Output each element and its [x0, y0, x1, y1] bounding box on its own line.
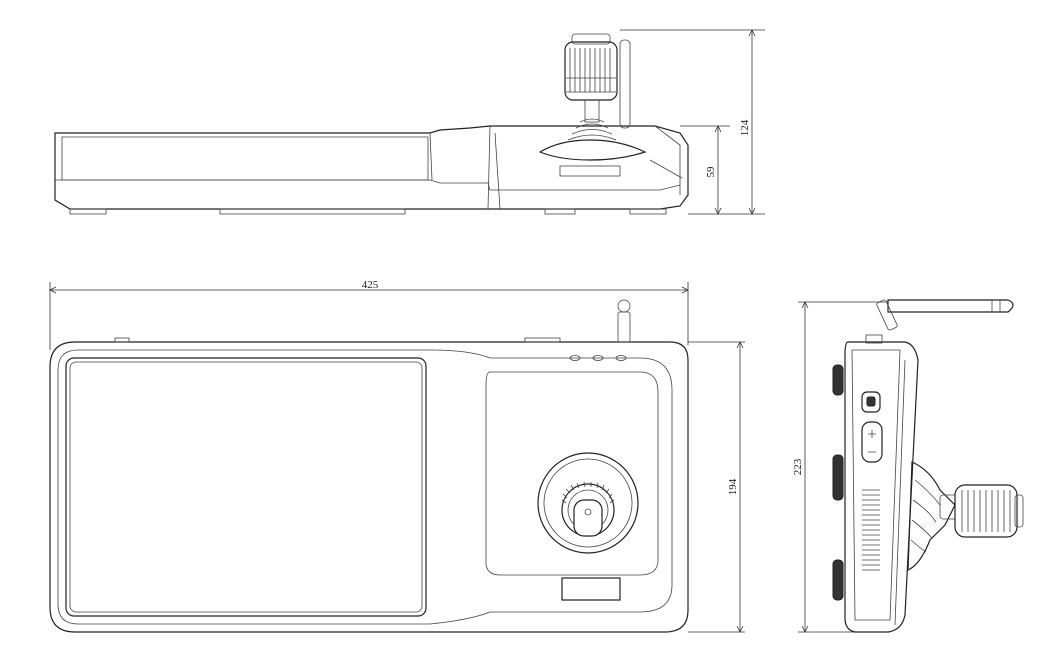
front-joystick-knob [564, 41, 618, 101]
top-label-plate [561, 577, 621, 601]
side-antenna [887, 299, 1014, 313]
front-dimensions: 124 59 [620, 29, 765, 215]
dim-length: 425 [362, 279, 379, 291]
touch-screen [65, 357, 427, 617]
side-grip-bottom [832, 559, 844, 601]
led-1 [569, 355, 581, 361]
dim-height-body: 59 [705, 166, 717, 178]
front-view-body [54, 125, 689, 210]
dim-width-depth: 194 [727, 478, 739, 495]
top-view: 425 194 [49, 279, 745, 633]
front-foot-right-1 [544, 208, 576, 215]
side-top-connector [865, 334, 883, 344]
side-view: 223 [792, 299, 1024, 633]
top-port-left [114, 337, 130, 343]
top-port-right [524, 337, 561, 343]
top-antenna [617, 311, 631, 343]
side-volume-rocker [861, 421, 883, 463]
front-foot-right-2 [629, 208, 667, 215]
front-joystick-base [538, 139, 647, 161]
side-grip-top [832, 364, 844, 396]
side-view-body [844, 341, 919, 633]
led-3 [615, 355, 627, 361]
front-label-plate [559, 165, 621, 177]
front-foot-left [69, 208, 107, 215]
front-foot-center [219, 208, 406, 215]
top-view-body [49, 341, 689, 633]
top-joystick-base [537, 452, 639, 554]
side-vent-grille [862, 489, 880, 571]
dim-side-height: 223 [792, 458, 804, 475]
led-2 [592, 355, 604, 361]
side-joystick-boot [907, 461, 956, 571]
dim-height-total: 124 [739, 119, 751, 136]
control-panel-area [485, 371, 659, 576]
front-antenna [619, 39, 631, 129]
side-grip-middle [832, 454, 844, 501]
front-view [54, 33, 689, 215]
